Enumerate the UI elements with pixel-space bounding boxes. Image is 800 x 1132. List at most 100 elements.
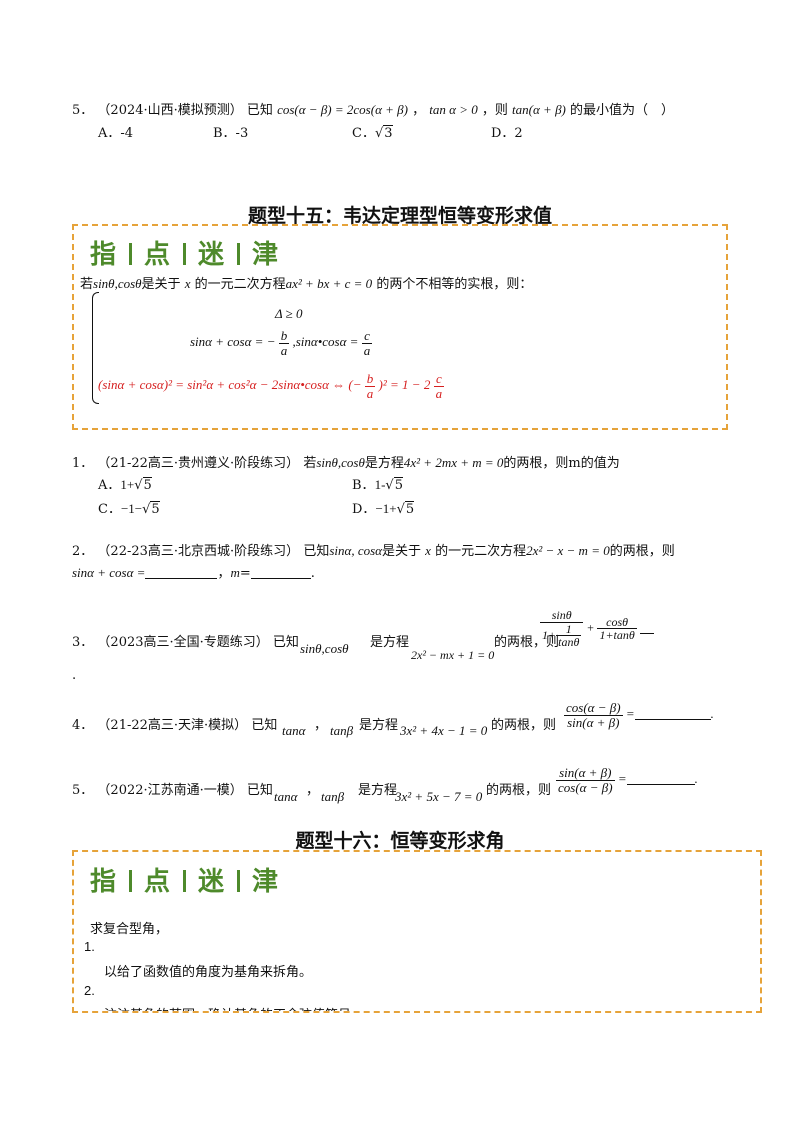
- sqrt-icon: √: [396, 502, 405, 517]
- math-variable: x: [425, 543, 431, 558]
- question-4-prefix: 4． （21-22高三·天津·模拟） 已知: [72, 714, 277, 733]
- fraction-denominator: 1+tanθ: [599, 628, 635, 643]
- answer-blank[interactable]: [250, 566, 311, 579]
- tips-box-15: [72, 224, 728, 430]
- option-label: C．: [352, 126, 375, 141]
- math-expression: 2x² − mx + 1 = 0: [411, 648, 495, 662]
- math-expression: 2x² − x − m = 0: [526, 543, 610, 558]
- question-text: 是关于: [381, 544, 421, 559]
- option-a: A．-4: [98, 126, 134, 141]
- fraction-numerator: b: [278, 328, 290, 344]
- option-c: C．−1−√5: [98, 498, 160, 517]
- question-5-top: 5． （2024·山西·模拟预测） 已知 cos(α − β) = 2cos(α…: [72, 99, 674, 118]
- divider: [129, 870, 133, 892]
- question-text: 若: [303, 456, 317, 471]
- fraction-numerator: 1: [556, 622, 582, 637]
- divider: [237, 243, 241, 265]
- question-text: 已知: [246, 103, 273, 118]
- question-source: （2022·江苏南通·一模）: [97, 783, 243, 798]
- question-2: 2． （22-23高三·北京西城·阶段练习） 已知sinα, cosα是关于 x…: [72, 540, 675, 559]
- question-number: 1．: [72, 456, 94, 471]
- left-brace: [92, 292, 99, 404]
- math-variable: m: [230, 565, 240, 580]
- punctuation: .: [72, 668, 77, 683]
- option-d: D．2: [491, 126, 523, 141]
- question-text: 是方程: [359, 718, 399, 733]
- answer-blank[interactable]: [145, 566, 218, 579]
- punctuation: .: [710, 706, 714, 722]
- radicand: 5: [404, 501, 415, 517]
- math-expression: 4x² + 2mx + m = 0: [403, 455, 504, 470]
- question-text: 的两根，则: [494, 635, 560, 650]
- question-text: 是方程: [370, 635, 410, 650]
- punctuation: ，: [412, 103, 426, 118]
- question-number: 3．: [72, 635, 94, 650]
- question-source: （22-23高三·北京西城·阶段练习）: [97, 544, 300, 559]
- question-source: （2023高三·全国·专题练习）: [97, 635, 269, 650]
- tips-char: 点: [144, 240, 172, 270]
- option-b: B．-3: [213, 126, 249, 141]
- question-3-prefix: 3． （2023高三·全国·专题练习） 已知: [72, 631, 299, 650]
- math-expression: +: [586, 620, 595, 635]
- punctuation: ，: [306, 783, 320, 798]
- radicand: 5: [393, 477, 403, 493]
- tips-line-2: 以给了函数值的角度为基角来拆角。: [104, 965, 313, 980]
- tips-char: 点: [144, 867, 172, 897]
- tips-line-1: 求复合型角，: [90, 922, 169, 937]
- answer-blank[interactable]: [626, 772, 695, 786]
- question-text: 的两根，则m的值为: [503, 456, 620, 471]
- sqrt-icon: √: [374, 126, 384, 141]
- fraction-numerator: sinθ: [540, 609, 584, 623]
- answer-blank[interactable]: [639, 621, 654, 634]
- option-b: B．1-√5: [352, 474, 403, 493]
- math-expression: tanβ: [321, 789, 345, 804]
- question-text: 是方程: [358, 783, 398, 798]
- question-text: ，则: [481, 103, 508, 118]
- tips-char: 迷: [198, 240, 226, 270]
- text: 若: [80, 277, 94, 292]
- math-expression: sinα, cosα: [329, 543, 382, 558]
- option-a: A．1+√5: [98, 474, 152, 493]
- section-title-16: 题型十六：恒等变形求角: [295, 830, 505, 852]
- radicand: 5: [142, 477, 152, 493]
- math-expression: 3x² + 4x − 1 = 0: [400, 723, 488, 738]
- divider: [183, 870, 187, 892]
- math-expression: 1+: [120, 477, 135, 492]
- answer-blank[interactable]: [634, 707, 711, 721]
- question-text: 的两根，则: [491, 718, 557, 733]
- answer-expression: cos(α − β)sin(α + β) =.: [564, 701, 714, 729]
- question-text: 已知: [272, 635, 299, 650]
- tips-line-1: 若sinθ,cosθ是关于 x 的一元二次方程ax² + bx + c = 0 …: [80, 273, 532, 292]
- question-source: （21-22高三·天津·模拟）: [97, 718, 248, 733]
- divider: [237, 870, 241, 892]
- question-number: 5．: [72, 783, 94, 798]
- radicand: 3: [383, 125, 393, 141]
- math-expression: ,sinα•cosα =: [292, 334, 359, 350]
- question-text: 已知: [246, 783, 273, 798]
- punctuation: .: [310, 566, 315, 581]
- tips-line-3: 注注基角的范围，确认基角的正余弦值符号: [104, 1004, 351, 1011]
- question-text: 已知: [303, 544, 330, 559]
- punctuation: .: [694, 771, 698, 787]
- math-expression: tan α > 0: [429, 102, 478, 117]
- text: 的一元二次方程: [194, 277, 286, 292]
- option-d: D．−1+√5: [352, 498, 415, 517]
- tips-char: 津: [252, 240, 280, 270]
- list-number: 1.: [84, 939, 95, 954]
- math-expression: =: [625, 706, 635, 722]
- question-2-line-2: sinα + cosα =，m=.: [72, 562, 315, 581]
- punctuation: ，: [314, 718, 328, 733]
- fraction-denominator: a: [366, 385, 374, 401]
- fraction-numerator: cosθ: [597, 616, 637, 630]
- fraction-numerator: sin(α + β): [556, 766, 615, 781]
- math-expression: 1-: [374, 477, 386, 492]
- question-source: （2024·山西·模拟预测）: [97, 103, 243, 118]
- answer-expression: sin(α + β)cos(α − β) =.: [556, 766, 698, 794]
- question-5-prefix: 5． （2022·江苏南通·一模） 已知: [72, 779, 273, 798]
- math-expression: tanβ: [330, 723, 354, 738]
- fraction-numerator: b: [364, 371, 376, 387]
- sqrt-icon: √: [134, 478, 143, 493]
